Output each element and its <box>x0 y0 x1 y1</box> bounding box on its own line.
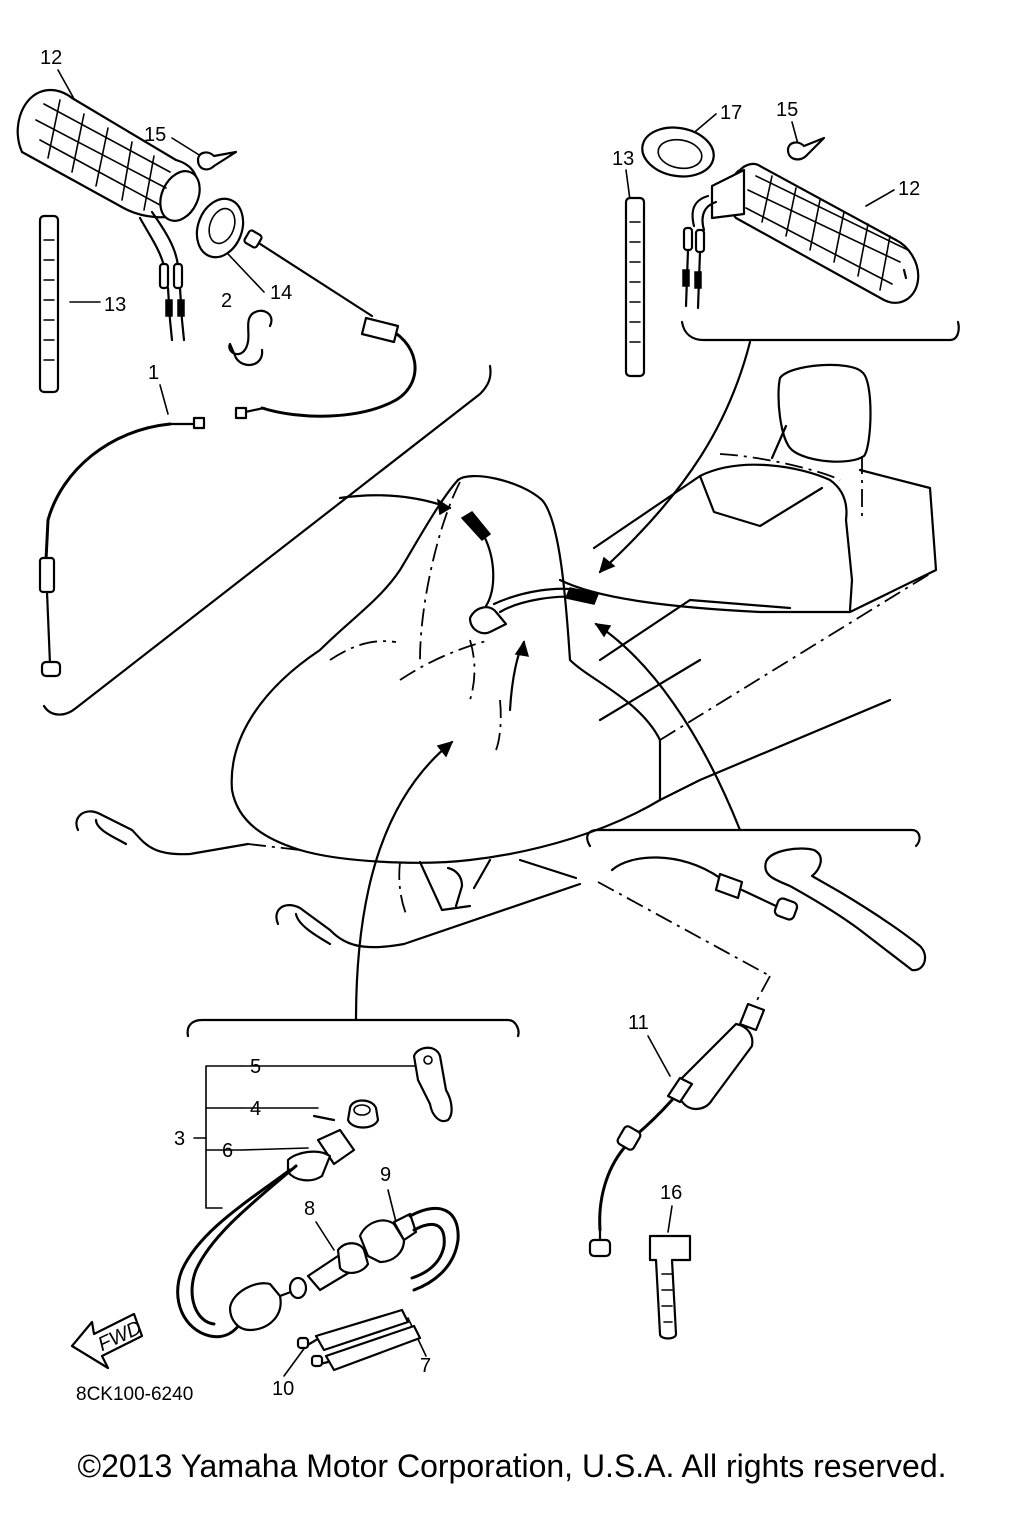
right-grip-assembly <box>624 126 960 378</box>
leader-lines <box>57 69 895 1377</box>
snowmobile-outline <box>75 363 938 949</box>
brake-lever <box>764 847 927 972</box>
callout-7: 7 <box>420 1355 431 1377</box>
diagram-code: 8CK100-6240 <box>76 1384 193 1405</box>
left-collar <box>195 197 245 259</box>
left-bolt <box>196 150 238 171</box>
sleeve-7 <box>314 1308 410 1352</box>
bracket-5 <box>412 1046 453 1123</box>
pin-6 <box>312 1114 336 1122</box>
callout-2: 2 <box>221 290 232 312</box>
callout-1: 1 <box>148 362 159 384</box>
right-collar <box>641 126 715 178</box>
callout-8: 8 <box>304 1198 315 1220</box>
left-grip-wires <box>138 210 180 268</box>
callout-14: 14 <box>270 282 292 304</box>
right-bolt <box>786 136 826 161</box>
callout-9: 9 <box>380 1164 391 1186</box>
brake-lever-group <box>586 828 927 1003</box>
callout-13-left: 13 <box>104 294 126 316</box>
brake-cable <box>588 1002 766 1258</box>
callout-12-left: 12 <box>40 47 62 69</box>
right-cable-tie <box>624 196 646 378</box>
callout-4: 4 <box>250 1098 261 1120</box>
left-cable-tie <box>38 214 60 394</box>
callout-5: 5 <box>250 1056 261 1078</box>
callout-12-right: 12 <box>898 178 920 200</box>
lower-group-bracket <box>186 1018 520 1038</box>
left-grip-assembly <box>16 88 273 394</box>
left-group-bracket <box>42 364 492 716</box>
callout-10: 10 <box>272 1378 294 1400</box>
copyright-notice: ©2013 Yamaha Motor Corporation, U.S.A. A… <box>77 1448 947 1484</box>
fwd-arrow-icon: FWD <box>70 1312 145 1370</box>
callout-labels: 12 15 13 14 2 1 17 15 13 12 5 4 3 6 9 8 … <box>40 47 920 1405</box>
callout-15-right: 15 <box>776 99 798 121</box>
callout-3: 3 <box>174 1128 185 1150</box>
parts-diagram: 12 15 13 14 2 1 17 15 13 12 5 4 3 6 9 8 … <box>16 47 960 1405</box>
callout-11: 11 <box>628 1012 649 1034</box>
pointer-arrows <box>338 340 752 1022</box>
hook-clip <box>228 309 273 367</box>
cable-assembly <box>176 1046 460 1372</box>
right-handlebar-grip <box>728 162 920 304</box>
throttle-cable <box>38 229 417 678</box>
callout-17: 17 <box>720 102 742 124</box>
boot-housing <box>228 1282 282 1332</box>
callout-15-left: 15 <box>144 124 166 146</box>
sled-handlebar <box>460 511 600 635</box>
callout-13-right: 13 <box>612 148 634 170</box>
callout-16: 16 <box>660 1182 682 1204</box>
cable-tie-16 <box>648 1234 692 1340</box>
callout-6: 6 <box>222 1140 233 1162</box>
